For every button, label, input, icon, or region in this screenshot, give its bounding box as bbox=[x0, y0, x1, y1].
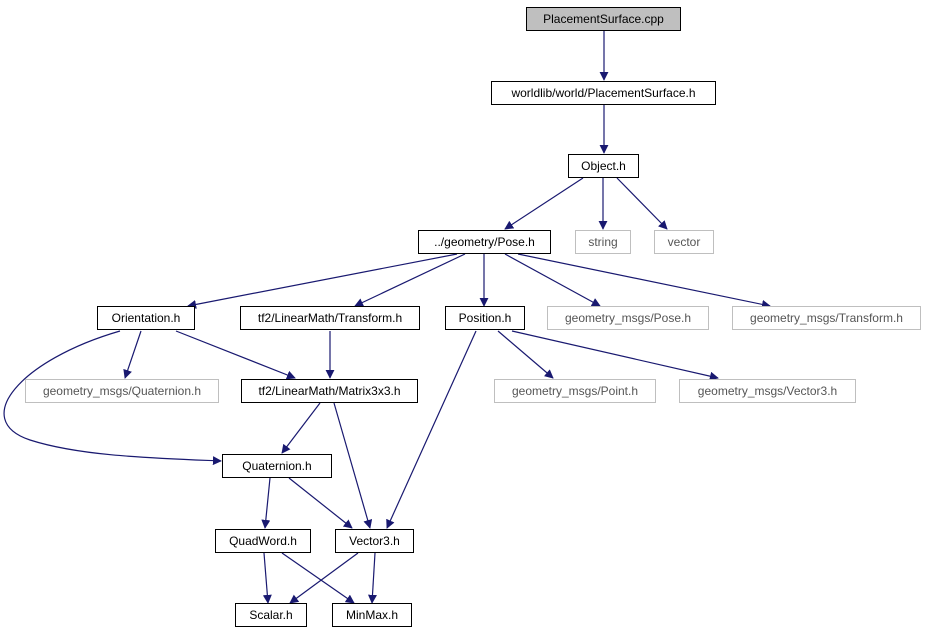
edge-quaternion-to-vector3 bbox=[288, 477, 353, 529]
node-pose-h[interactable]: ../geometry/Pose.h bbox=[418, 230, 551, 254]
node-quadword-h[interactable]: QuadWord.h bbox=[215, 529, 311, 553]
node-position-h[interactable]: Position.h bbox=[445, 306, 525, 330]
node-gm-pose-h[interactable]: geometry_msgs/Pose.h bbox=[547, 306, 709, 330]
node-vector3-h[interactable]: Vector3.h bbox=[335, 529, 414, 553]
node-gm-vector3-h[interactable]: geometry_msgs/Vector3.h bbox=[679, 379, 856, 403]
node-tf2-matrix3x3-h[interactable]: tf2/LinearMath/Matrix3x3.h bbox=[241, 379, 418, 403]
node-placement-surface-cpp[interactable]: PlacementSurface.cpp bbox=[526, 7, 681, 31]
edge-pose-to-orientation bbox=[187, 253, 458, 309]
node-placement-surface-h[interactable]: worldlib/world/PlacementSurface.h bbox=[491, 81, 716, 105]
node-gm-quaternion-h[interactable]: geometry_msgs/Quaternion.h bbox=[25, 379, 219, 403]
edge-tf2-matrix-to-quaternion bbox=[281, 402, 321, 454]
node-orientation-h[interactable]: Orientation.h bbox=[97, 306, 195, 330]
edge-quadword-to-scalar bbox=[262, 552, 272, 604]
edge-quadword-to-minmax bbox=[281, 552, 355, 604]
node-quaternion-h[interactable]: Quaternion.h bbox=[222, 454, 332, 478]
node-vector[interactable]: vector bbox=[654, 230, 714, 254]
node-gm-point-h[interactable]: geometry_msgs/Point.h bbox=[494, 379, 656, 403]
node-gm-transform-h[interactable]: geometry_msgs/Transform.h bbox=[732, 306, 921, 330]
edge-quaternion-to-quadword bbox=[261, 477, 271, 529]
edge-orientation-to-gm-quaternion bbox=[123, 330, 142, 379]
node-tf2-transform-h[interactable]: tf2/LinearMath/Transform.h bbox=[240, 306, 420, 330]
edge-vector3-to-minmax bbox=[367, 552, 377, 604]
edge-pose-to-gm-pose bbox=[504, 253, 601, 307]
edge-position-to-gm-point bbox=[497, 330, 554, 379]
node-object-h[interactable]: Object.h bbox=[568, 154, 639, 178]
edge-position-to-vector3 bbox=[386, 330, 477, 529]
edge-object-to-pose bbox=[504, 177, 584, 230]
edge-pose-to-gm-transform bbox=[517, 253, 771, 309]
edge-orientation-to-quaternion bbox=[3, 330, 222, 466]
edge-object-to-vector bbox=[616, 177, 668, 230]
edge-tf2-matrix-to-vector3 bbox=[333, 402, 373, 529]
edge-pose-to-tf2-transform bbox=[354, 253, 466, 307]
edge-orientation-to-tf2-matrix bbox=[175, 330, 296, 380]
node-minmax-h[interactable]: MinMax.h bbox=[332, 603, 412, 627]
edge-vector3-to-scalar bbox=[289, 552, 359, 604]
node-string[interactable]: string bbox=[575, 230, 631, 254]
edge-position-to-gm-vector3 bbox=[511, 330, 719, 381]
node-scalar-h[interactable]: Scalar.h bbox=[235, 603, 307, 627]
